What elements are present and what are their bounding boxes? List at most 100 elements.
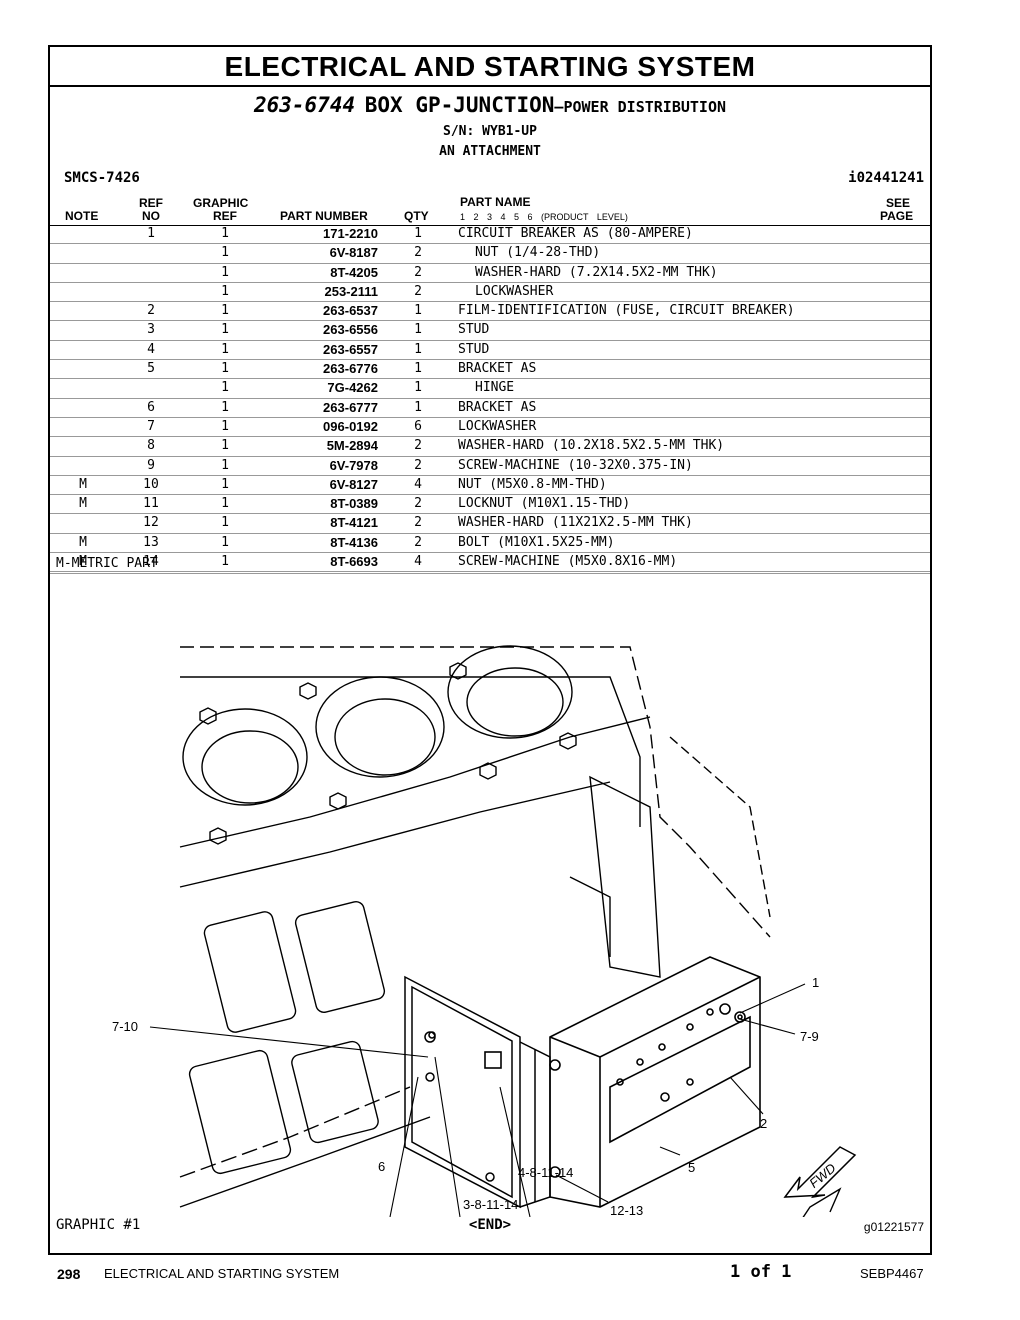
part-name-cell: LOCKWASHER: [458, 418, 537, 434]
ref-no-cell: 9: [147, 457, 155, 473]
part-name-cell: WASHER-HARD (7.2X14.5X2-MM THK): [475, 264, 718, 280]
part-name-cell: LOCKWASHER: [475, 283, 554, 299]
graphic-ref-cell: 1: [221, 245, 229, 261]
graphic-ref-cell: 1: [221, 496, 229, 512]
callout-1: 1: [812, 975, 819, 990]
part-name-cell: STUD: [458, 322, 490, 338]
footer-page-of: 1 of 1: [730, 1262, 792, 1282]
part-number-cell: 8T-4121: [330, 515, 378, 531]
ref-no-cell: 6: [147, 399, 155, 415]
part-number-cell: 8T-0389: [330, 496, 378, 512]
qty-cell: 2: [414, 245, 422, 261]
graphic-ref-cell: 1: [221, 457, 229, 473]
note-cell: M: [79, 554, 87, 570]
part-name-cell: FILM-IDENTIFICATION (FUSE, CIRCUIT BREAK…: [458, 303, 795, 319]
ref-no-cell: 10: [143, 476, 159, 492]
qty-cell: 2: [414, 534, 422, 550]
graphic-number: GRAPHIC #1: [56, 1217, 141, 1233]
parts-sheet: ELECTRICAL AND STARTING SYSTEM 263-6744 …: [48, 45, 932, 1255]
junction-box-drawing: [428, 956, 761, 1208]
part-number-cell: 096-0192: [323, 418, 378, 434]
qty-cell: 2: [414, 283, 422, 299]
table-row: 4 1 263-6557 1 STUD: [50, 341, 930, 361]
graphic-ref-cell: 1: [221, 476, 229, 492]
part-number-cell: 263-6557: [323, 341, 378, 357]
col-see-bottom: PAGE: [880, 209, 914, 223]
serial-number: S/N: WYB1-UP: [443, 124, 537, 139]
table-row: 7 1 096-0192 6 LOCKWASHER: [50, 418, 930, 438]
part-number-cell: 6V-8187: [329, 245, 378, 261]
graphic-ref-cell: 1: [221, 341, 229, 357]
graphic-ref-cell: 1: [221, 438, 229, 454]
callout-12-13: 12-13: [610, 1203, 643, 1217]
qty-cell: 1: [414, 380, 422, 396]
graphic-ref-cell: 1: [221, 418, 229, 434]
callout-5: 5: [688, 1160, 695, 1175]
callout-6-label: 6: [378, 1159, 385, 1174]
part-name-cell: BRACKET AS: [458, 399, 537, 415]
graphic-ref-cell: 1: [221, 399, 229, 415]
col-part-number: PART NUMBER: [280, 209, 368, 223]
part-name-cell: LOCKNUT (M10X1.15-THD): [458, 496, 631, 512]
group-title: 263-6744 BOX GP-JUNCTION—POWER DISTRIBUT…: [50, 93, 930, 117]
part-name-cell: BRACKET AS: [458, 361, 537, 377]
graphic-ref-cell: 1: [221, 515, 229, 531]
ref-no-cell: 14: [143, 554, 159, 570]
footer-section: ELECTRICAL AND STARTING SYSTEM: [104, 1266, 340, 1281]
col-note: NOTE: [65, 209, 99, 223]
graphic-ref-cell: 1: [221, 534, 229, 550]
column-header: NOTE REF NO GRAPHIC REF PART NUMBER QTY …: [50, 193, 930, 226]
graphic-ref-cell: 1: [221, 322, 229, 338]
part-number-cell: 263-6537: [323, 303, 378, 319]
qty-cell: 1: [414, 341, 422, 357]
callout-3-8-11-14-label: 3-8-11-14: [463, 1197, 518, 1212]
ref-no-cell: 1: [147, 226, 155, 241]
col-graphic-top: GRAPHIC: [193, 196, 249, 210]
qty-cell: 1: [414, 303, 422, 319]
part-name-cell: HINGE: [475, 380, 515, 396]
qty-cell: 2: [414, 264, 422, 280]
graphic-ref-cell: 1: [221, 303, 229, 319]
part-number-cell: 253-2111: [324, 283, 378, 299]
part-number-cell: 6V-7978: [329, 457, 378, 473]
illustration-id: i02441241: [848, 170, 924, 186]
col-see-top: SEE: [886, 196, 911, 210]
ref-no-cell: 4: [147, 341, 155, 357]
col-ref-bottom: NO: [142, 209, 160, 223]
callout-leaders: [149, 983, 806, 1217]
ref-no-cell: 7: [147, 418, 155, 434]
qty-cell: 4: [414, 554, 422, 570]
part-number-cell: 263-6556: [323, 322, 378, 338]
group-subname: —POWER DISTRIBUTION: [554, 98, 727, 116]
qty-cell: 2: [414, 438, 422, 454]
part-number-cell: 8T-6693: [330, 554, 378, 570]
graphic-id: g01221577: [863, 1220, 924, 1234]
end-tag: <END>: [468, 1217, 512, 1233]
fwd-arrow-icon: [802, 1187, 842, 1217]
part-number-cell: 8T-4136: [330, 534, 378, 550]
part-name-cell: STUD: [458, 341, 490, 357]
part-number-cell: 263-6776: [323, 361, 378, 377]
callout-7-10: 7-10: [112, 1019, 138, 1034]
qty-cell: 2: [414, 496, 422, 512]
qty-cell: 6: [414, 418, 422, 434]
attachment-label: AN ATTACHMENT: [439, 144, 541, 159]
metric-note: M-METRIC PART: [56, 556, 158, 571]
graphic-ref-cell: 1: [221, 380, 229, 396]
part-name-cell: WASHER-HARD (11X21X2.5-MM THK): [458, 515, 693, 531]
section-title: ELECTRICAL AND STARTING SYSTEM: [50, 47, 930, 87]
graphic-ref-cell: 1: [221, 554, 229, 570]
qty-cell: 1: [414, 322, 422, 338]
